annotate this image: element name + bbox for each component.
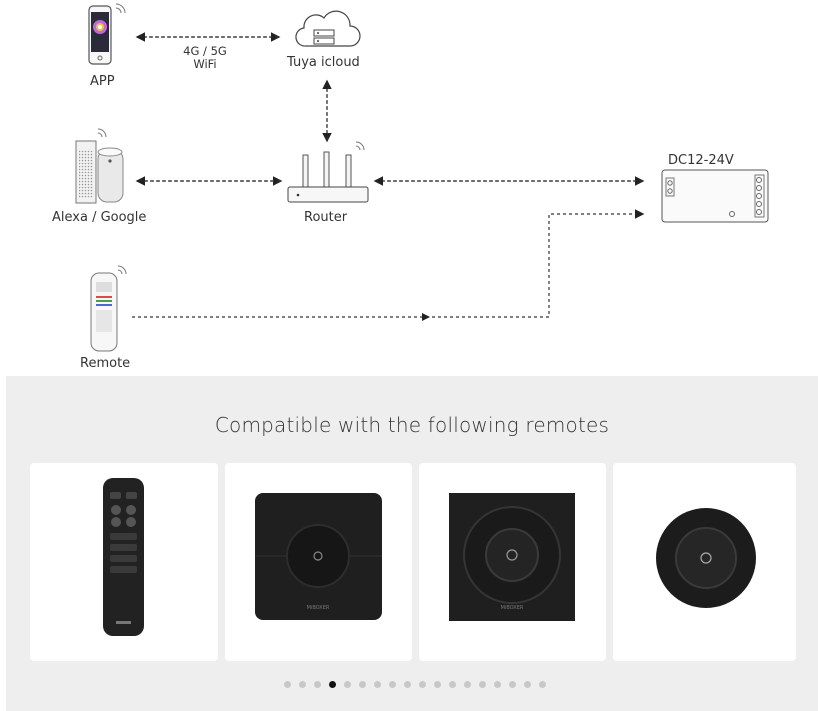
smartphone-icon	[88, 3, 126, 65]
remote-card-handheld[interactable]	[30, 463, 218, 661]
connection-diagram: APP 4G / 5G WiFi Tuya icloud Alexa / Goo…	[52, 3, 769, 371]
pagination-dot[interactable]	[299, 681, 306, 688]
compatible-remotes-section: Compatible with the following remotes Mi…	[6, 376, 818, 711]
pagination-dot[interactable]	[389, 681, 396, 688]
remote-label: Remote	[80, 356, 131, 371]
pagination-dot[interactable]	[449, 681, 456, 688]
smart-speaker-icon	[75, 128, 124, 204]
pagination-dot[interactable]	[284, 681, 291, 688]
router-label: Router	[304, 210, 348, 225]
remote-card-round-knob[interactable]	[613, 463, 796, 661]
cloud-label: Tuya icloud	[287, 55, 360, 70]
remote-icon	[90, 265, 127, 352]
square-dial-panel-image: MiBOXER	[449, 493, 575, 621]
network-label: 4G / 5G WiFi	[172, 45, 238, 71]
assistant-label: Alexa / Google	[52, 210, 147, 225]
app-label: APP	[90, 74, 115, 89]
pagination-dot[interactable]	[374, 681, 381, 688]
controller-device-icon	[661, 169, 769, 223]
pagination-dot[interactable]	[509, 681, 516, 688]
remote-card-square-dial[interactable]: MiBOXER	[419, 463, 606, 661]
round-knob-image	[656, 508, 756, 608]
cloud-icon	[295, 10, 361, 47]
pagination-dot[interactable]	[359, 681, 366, 688]
pagination-dot[interactable]	[539, 681, 546, 688]
pagination-dot[interactable]	[329, 681, 336, 688]
pagination-dot[interactable]	[479, 681, 486, 688]
pagination-dot[interactable]	[344, 681, 351, 688]
svg-text:MiBOXER: MiBOXER	[307, 605, 330, 611]
diagram-graphics	[75, 3, 769, 352]
pagination-dot[interactable]	[494, 681, 501, 688]
svg-text:MiBOXER: MiBOXER	[501, 605, 524, 611]
square-knob-panel-image: MiBOXER	[255, 493, 382, 620]
remote-card-square-knob[interactable]: MiBOXER	[225, 463, 412, 661]
connection-lines	[132, 32, 645, 318]
pagination-dot[interactable]	[314, 681, 321, 688]
pagination-dot[interactable]	[404, 681, 411, 688]
section-title: Compatible with the following remotes	[214, 413, 610, 437]
handheld-remote-image	[103, 478, 144, 636]
network-label-line2: WiFi	[193, 57, 217, 71]
controller-label: DC12-24V	[668, 153, 734, 168]
network-label-line1: 4G / 5G	[183, 44, 227, 58]
pagination-dot[interactable]	[524, 681, 531, 688]
router-icon	[287, 141, 369, 203]
pagination-dot[interactable]	[419, 681, 426, 688]
pagination-dot[interactable]	[464, 681, 471, 688]
pagination-dot[interactable]	[434, 681, 441, 688]
